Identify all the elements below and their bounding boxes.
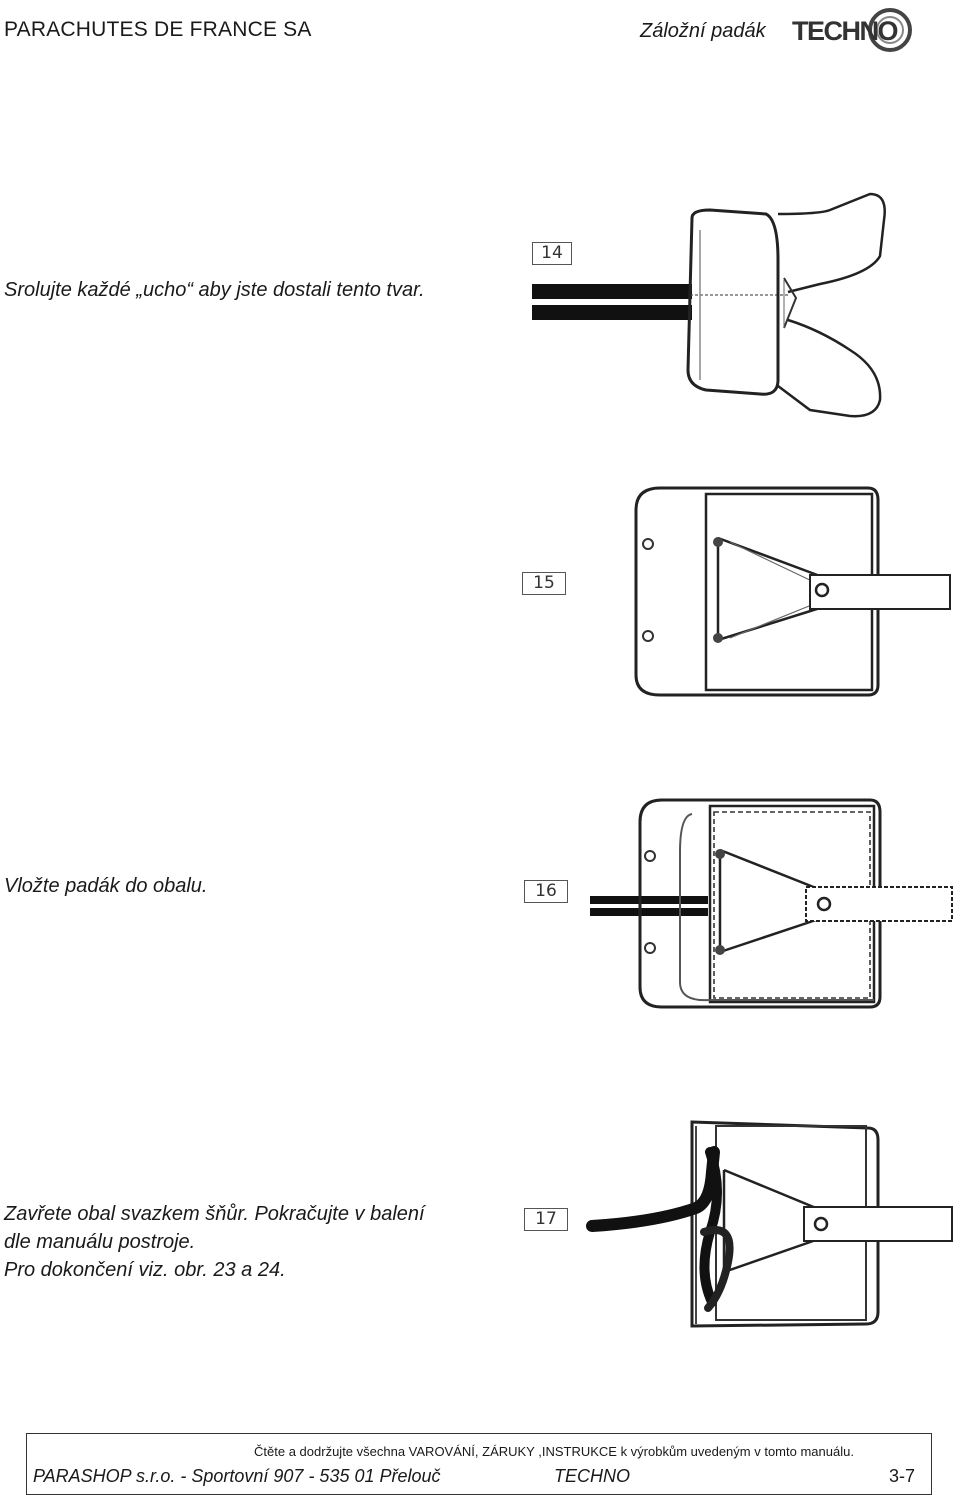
figure-number-17: 17	[524, 1208, 568, 1231]
step-17-line-1: Zavřete obal svazkem šňůr. Pokračujte v …	[4, 1203, 425, 1225]
product-title: Záložní padák	[640, 20, 766, 42]
figure-15-illustration	[634, 486, 951, 697]
figure-16-illustration	[590, 798, 953, 1009]
svg-text:TECHNO: TECHNO	[792, 16, 897, 46]
figure-14-illustration	[532, 192, 886, 418]
figure-number-15: 15	[522, 572, 566, 595]
techno-logo: TECHNO	[792, 8, 912, 52]
step-17-line-2: dle manuálu postroje.	[4, 1231, 196, 1253]
figure-number-16: 16	[524, 880, 568, 903]
figure-17-illustration	[586, 1120, 953, 1328]
step-17-line-3: Pro dokončení viz. obr. 23 a 24.	[4, 1259, 286, 1281]
step-14-text: Srolujte každé „ucho“ aby jste dostali t…	[4, 279, 425, 301]
footer-product: TECHNO	[554, 1466, 630, 1486]
footer-address: PARASHOP s.r.o. - Sportovní 907 - 535 01…	[33, 1466, 441, 1486]
step-16-text: Vložte padák do obalu.	[4, 875, 208, 897]
figure-number-14: 14	[532, 242, 572, 265]
footer-warning-note: Čtěte a dodržujte všechna VAROVÁNÍ, ZÁRU…	[254, 1444, 854, 1459]
page-number: 3-7	[888, 1466, 915, 1486]
company-name: PARACHUTES DE FRANCE SA	[4, 18, 312, 41]
step-17-text: Zavřete obal svazkem šňůr. Pokračujte v …	[4, 1200, 425, 1284]
footer-box: Čtěte a dodržujte všechna VAROVÁNÍ, ZÁRU…	[26, 1433, 932, 1495]
